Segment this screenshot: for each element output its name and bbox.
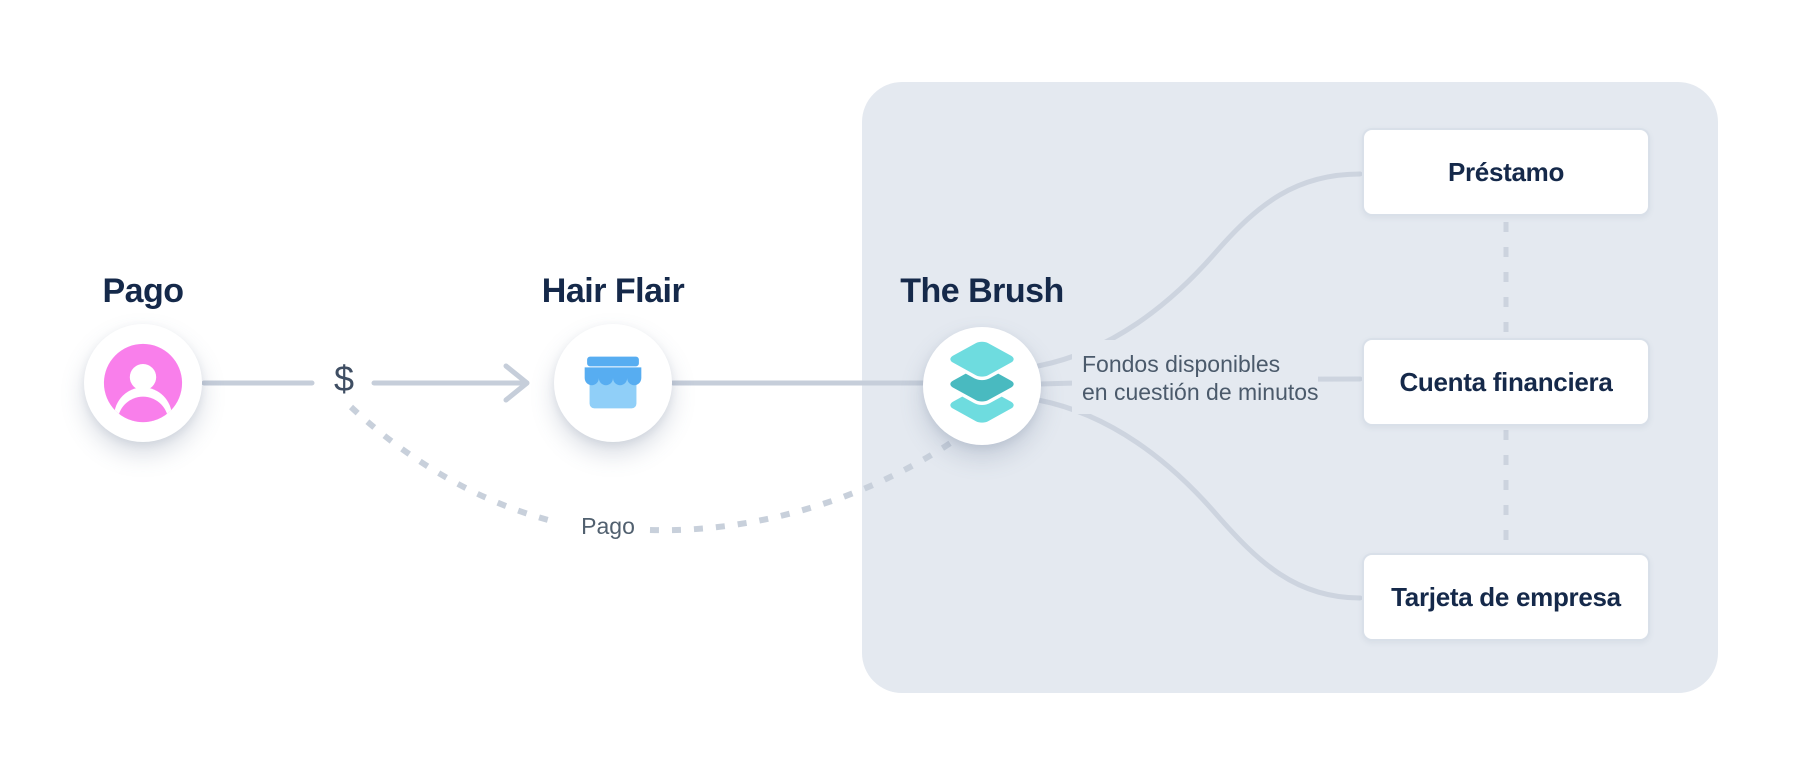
payment-flow-label: Pago (581, 513, 635, 539)
product-label-tarjeta-de-empresa: Tarjeta de empresa (1391, 581, 1621, 612)
funds-annotation-line2: en cuestión de minutos (1082, 379, 1319, 405)
node-title-the-brush: The Brush (900, 272, 1064, 310)
person-icon (103, 343, 183, 423)
currency-label: $ (333, 358, 355, 399)
node-title-pago: Pago (102, 272, 184, 310)
node-hair-flair (554, 324, 672, 442)
layers-icon (936, 340, 1028, 432)
node-title-hair-flair: Hair Flair (541, 272, 685, 310)
product-box-tarjeta-de-empresa: Tarjeta de empresa (1362, 553, 1650, 641)
product-box-prestamo: Préstamo (1362, 128, 1650, 216)
funds-annotation-line1: Fondos disponibles (1082, 351, 1281, 377)
storefront-icon (584, 356, 642, 409)
dashed-payment-curve-left (348, 404, 557, 525)
node-pago (84, 324, 202, 442)
arrowhead-icon (503, 363, 530, 403)
product-box-cuenta-financiera: Cuenta financiera (1362, 338, 1650, 426)
funds-annotation: Fondos disponibles en cuestión de minuto… (1082, 350, 1319, 406)
product-label-prestamo: Préstamo (1447, 156, 1565, 187)
node-the-brush (923, 327, 1041, 445)
product-label-cuenta-financiera: Cuenta financiera (1399, 366, 1613, 397)
